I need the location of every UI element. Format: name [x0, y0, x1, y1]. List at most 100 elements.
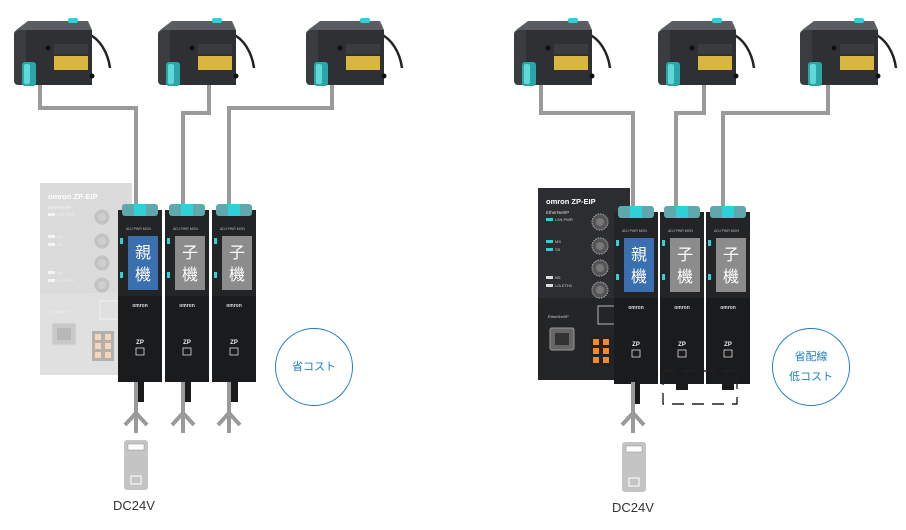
unit-led [167, 238, 170, 244]
controller-model-label: omron ZP-EIP [48, 192, 98, 201]
wire-split-icon [216, 410, 242, 427]
status-led [546, 284, 553, 287]
sensor-lens-highlight [168, 64, 174, 84]
status-led [48, 235, 55, 238]
unit-lower [212, 296, 256, 382]
unit-brand: omron [628, 305, 644, 311]
unit-connector-port [630, 206, 642, 218]
rotary-switch [93, 208, 111, 226]
sensor-lens-highlight [24, 64, 30, 84]
wire-split-icon [620, 410, 646, 427]
sensor-warning-label [840, 56, 874, 70]
power-connector [92, 331, 114, 361]
unit-lower [614, 298, 658, 384]
psu-port [130, 475, 142, 485]
status-led-label: SS [57, 242, 63, 247]
unit-bottom-stub [676, 384, 688, 390]
sensor-screw [45, 45, 51, 51]
unit-led [616, 274, 619, 280]
status-led [48, 243, 55, 246]
sensor-warning-label [54, 56, 88, 70]
status-led-label: MS [555, 239, 561, 244]
unit-led [214, 272, 217, 278]
status-led-label: L/IN PWR [555, 217, 573, 222]
unit-brand: omron [226, 303, 242, 309]
psu-port [628, 477, 640, 487]
unit-model: ZP [724, 342, 732, 348]
psu-terminal [127, 443, 145, 451]
status-led [546, 240, 553, 243]
unit-model: ZP [183, 340, 191, 346]
sensor-screw [875, 73, 881, 79]
unit-power-cable [183, 382, 191, 402]
unit-lower [118, 296, 162, 382]
status-led-label: SS [555, 247, 561, 252]
power-supply-icon [124, 440, 148, 490]
unit-indicator-labels: ADJ PWR MON [173, 227, 198, 231]
sensor-screw [831, 45, 837, 51]
unit-connector-port [722, 206, 734, 218]
badge-line: 省コスト [292, 360, 336, 373]
sensor-cert-marks [198, 44, 232, 54]
sensor-cable-line [181, 85, 211, 208]
unit-connector-port [676, 206, 688, 218]
unit-brand: omron [132, 303, 148, 309]
wire-split-icon [123, 410, 149, 427]
sensor-cert-marks [554, 44, 588, 54]
sensor-screw [589, 73, 595, 79]
status-led [546, 276, 553, 279]
psu-terminal [625, 445, 643, 453]
unit-role-label [670, 238, 700, 292]
controller-lower [40, 293, 132, 375]
sensor-screw [381, 73, 387, 79]
status-led-label: NS [57, 270, 63, 275]
power-connector-pin [105, 334, 111, 340]
power-label-right: DC24V [612, 500, 654, 515]
badge-line: 省配線 [794, 350, 828, 363]
unit-role-char: 親 [135, 243, 151, 262]
sensor-lens-highlight [316, 64, 322, 84]
sensor-top [660, 21, 736, 30]
sensor-warning-label [346, 56, 380, 70]
sensor-screw [337, 45, 343, 51]
unit-bottom-stub [722, 384, 734, 390]
unit-lower [706, 298, 750, 384]
sensor-cable-line [539, 85, 635, 210]
unit-role-char: 子 [229, 243, 245, 262]
status-led [546, 218, 553, 221]
unit-type-mark [677, 349, 687, 358]
sensor-screw [233, 73, 239, 79]
status-led-label: L/A ETH1 [555, 283, 573, 288]
sensor-lens-highlight [668, 64, 674, 84]
controller-body [40, 183, 132, 375]
power-connector-pin [603, 357, 609, 363]
sensor-lens-highlight [810, 64, 816, 84]
unit-role-label [128, 236, 158, 290]
sensor-cert-marks [698, 44, 732, 54]
rotary-switch-knob [98, 259, 106, 267]
sensor-top-tab [712, 18, 722, 23]
badge-wiring-cost-saving: 省配線 低コスト [772, 328, 850, 406]
sensor-screw [89, 73, 95, 79]
ethernet-port [51, 322, 77, 346]
status-led [48, 271, 55, 274]
laser-sensor-icon [514, 18, 612, 86]
rotary-switch-knob [596, 218, 604, 226]
unit-role-char: 子 [677, 245, 693, 264]
unit-brand: omron [720, 305, 736, 311]
sensor-cert-marks [54, 44, 88, 54]
unit-type-mark [631, 349, 641, 358]
port-label: EtherNet/IP [548, 314, 569, 319]
unit-power-cable [230, 382, 238, 402]
removed-wiring-placeholder [662, 370, 738, 405]
unit-indicator-labels: ADJ PWR MON [668, 229, 693, 233]
unit-connector-port [228, 204, 240, 216]
controller-protocol-label: EtherNet/IP [48, 205, 71, 210]
